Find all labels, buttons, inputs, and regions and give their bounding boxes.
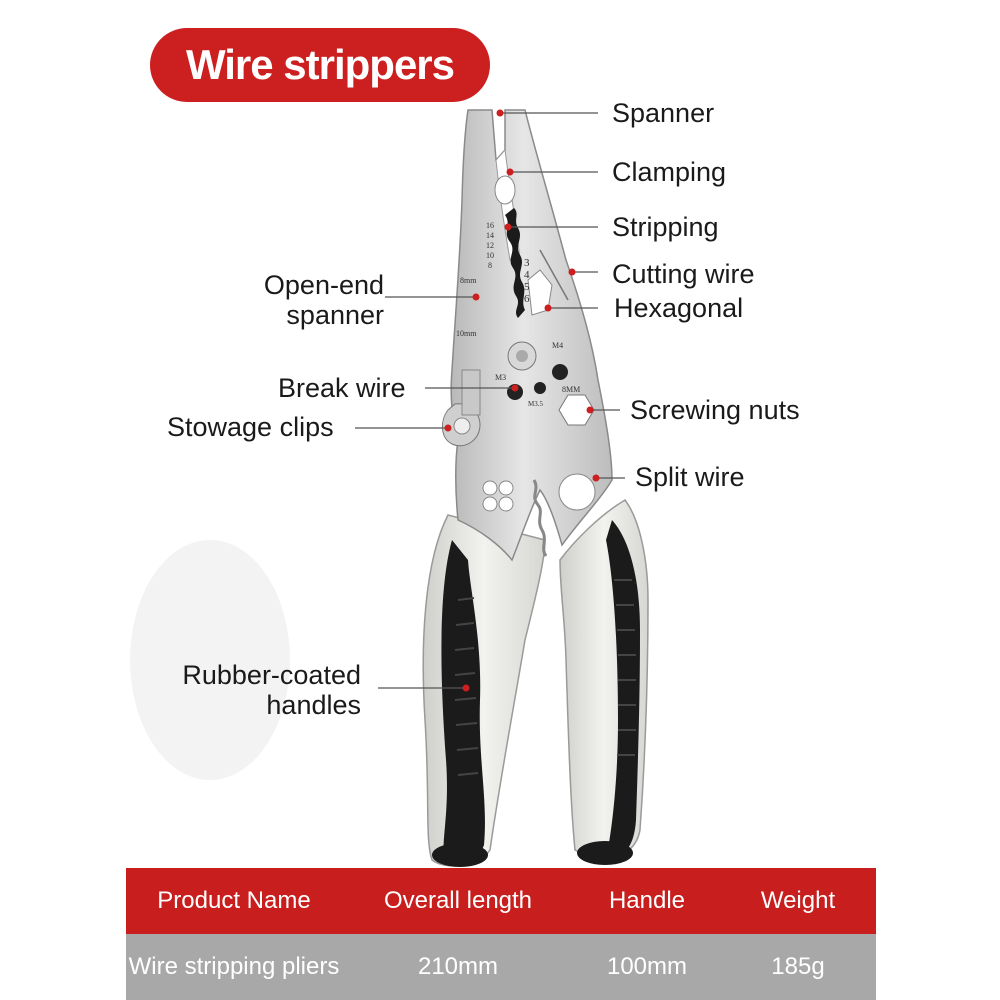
label-clamping: Clamping: [612, 157, 727, 187]
gauge-left-4: 10: [486, 251, 494, 260]
left-grip-ridges: [454, 597, 479, 776]
callout-dot-openend: [472, 293, 480, 301]
cell-handle: 100mm: [606, 953, 688, 980]
label-rubber-line1: Rubber-coated: [182, 660, 361, 690]
callout-dot-stowage: [444, 424, 452, 432]
spec-table-row: Wire stripping pliers 210mm 100mm 185g: [126, 934, 876, 1000]
header-overall-length: Overall length: [383, 887, 533, 914]
marking-8mm: 8mm: [460, 276, 477, 285]
gauge-left-1: 16: [486, 221, 494, 230]
stripping-notches: [505, 208, 525, 318]
label-stripping: Stripping: [612, 212, 719, 242]
clamping-hole: [494, 175, 516, 205]
gauge-right-1: 3: [524, 257, 530, 269]
steel-body: [450, 109, 613, 562]
title-banner: Wire strippers: [150, 28, 490, 102]
gauge-right-4: 6: [524, 293, 530, 305]
clip-bar: [461, 369, 481, 416]
split-wire-teeth: [532, 479, 548, 557]
left-handle-end: [432, 843, 488, 867]
m35-hole: [534, 382, 546, 394]
callout-dot-cutting: [568, 268, 576, 276]
label-rubber-line2: handles: [266, 690, 361, 720]
callout-dot-screwing: [586, 406, 594, 414]
gauge-right-2: 4: [524, 269, 530, 281]
right-grip-ridges: [614, 579, 636, 756]
gauge-right-3: 5: [524, 281, 530, 293]
hex-nut-cutout: [558, 394, 595, 426]
split-wire-hole: [558, 473, 596, 511]
label-split-wire: Split wire: [635, 462, 745, 492]
label-open-end-line1: Open-end: [263, 270, 384, 300]
header-handle: Handle: [608, 887, 686, 914]
callout-dot-rubber: [462, 684, 470, 692]
header-product-name: Product Name: [157, 887, 311, 914]
label-break-wire: Break wire: [278, 373, 406, 403]
marking-m4: M4: [552, 341, 563, 350]
label-hexagonal: Hexagonal: [614, 293, 744, 323]
label-spanner: Spanner: [612, 98, 715, 128]
gauge-left-2: 14: [486, 231, 494, 240]
callout-dot-stripping: [504, 223, 512, 231]
spec-table: Product Name Overall length Handle Weigh…: [126, 868, 876, 1000]
callout-dot-hexagonal: [544, 304, 552, 312]
cell-product-name: Wire stripping pliers: [128, 953, 340, 980]
gauge-left-5: 8: [488, 261, 492, 270]
callout-dot-breakwire: [511, 384, 519, 392]
left-handle-rubber: [441, 540, 485, 862]
page-title: Wire strippers: [185, 41, 455, 88]
gauge-left-3: 12: [486, 241, 494, 250]
label-stowage-clips: Stowage clips: [167, 412, 334, 442]
right-handle-end: [577, 841, 633, 865]
spec-table-header: Product Name Overall length Handle Weigh…: [126, 868, 876, 934]
m4-hole: [552, 364, 568, 380]
marking-8mm-b: 8MM: [562, 385, 580, 394]
callout-dot-split: [592, 474, 600, 482]
marking-m3: M3: [495, 373, 506, 382]
callout-dot-spanner: [496, 109, 504, 117]
hexagonal-slot: [527, 269, 553, 316]
label-open-end-line2: spanner: [286, 300, 384, 330]
cell-overall-length: 210mm: [417, 953, 499, 980]
cell-weight: 185g: [771, 953, 825, 980]
marking-m35: M3.5: [528, 400, 543, 408]
label-screwing-nuts: Screwing nuts: [630, 395, 800, 425]
callout-dot-clamping: [506, 168, 514, 176]
marking-10mm: 10mm: [456, 329, 477, 338]
cross-holes: [482, 480, 514, 512]
cutting-edge: [539, 249, 569, 301]
background-shadow: [130, 540, 290, 780]
label-cutting-wire: Cutting wire: [612, 259, 755, 289]
header-weight: Weight: [760, 887, 836, 914]
